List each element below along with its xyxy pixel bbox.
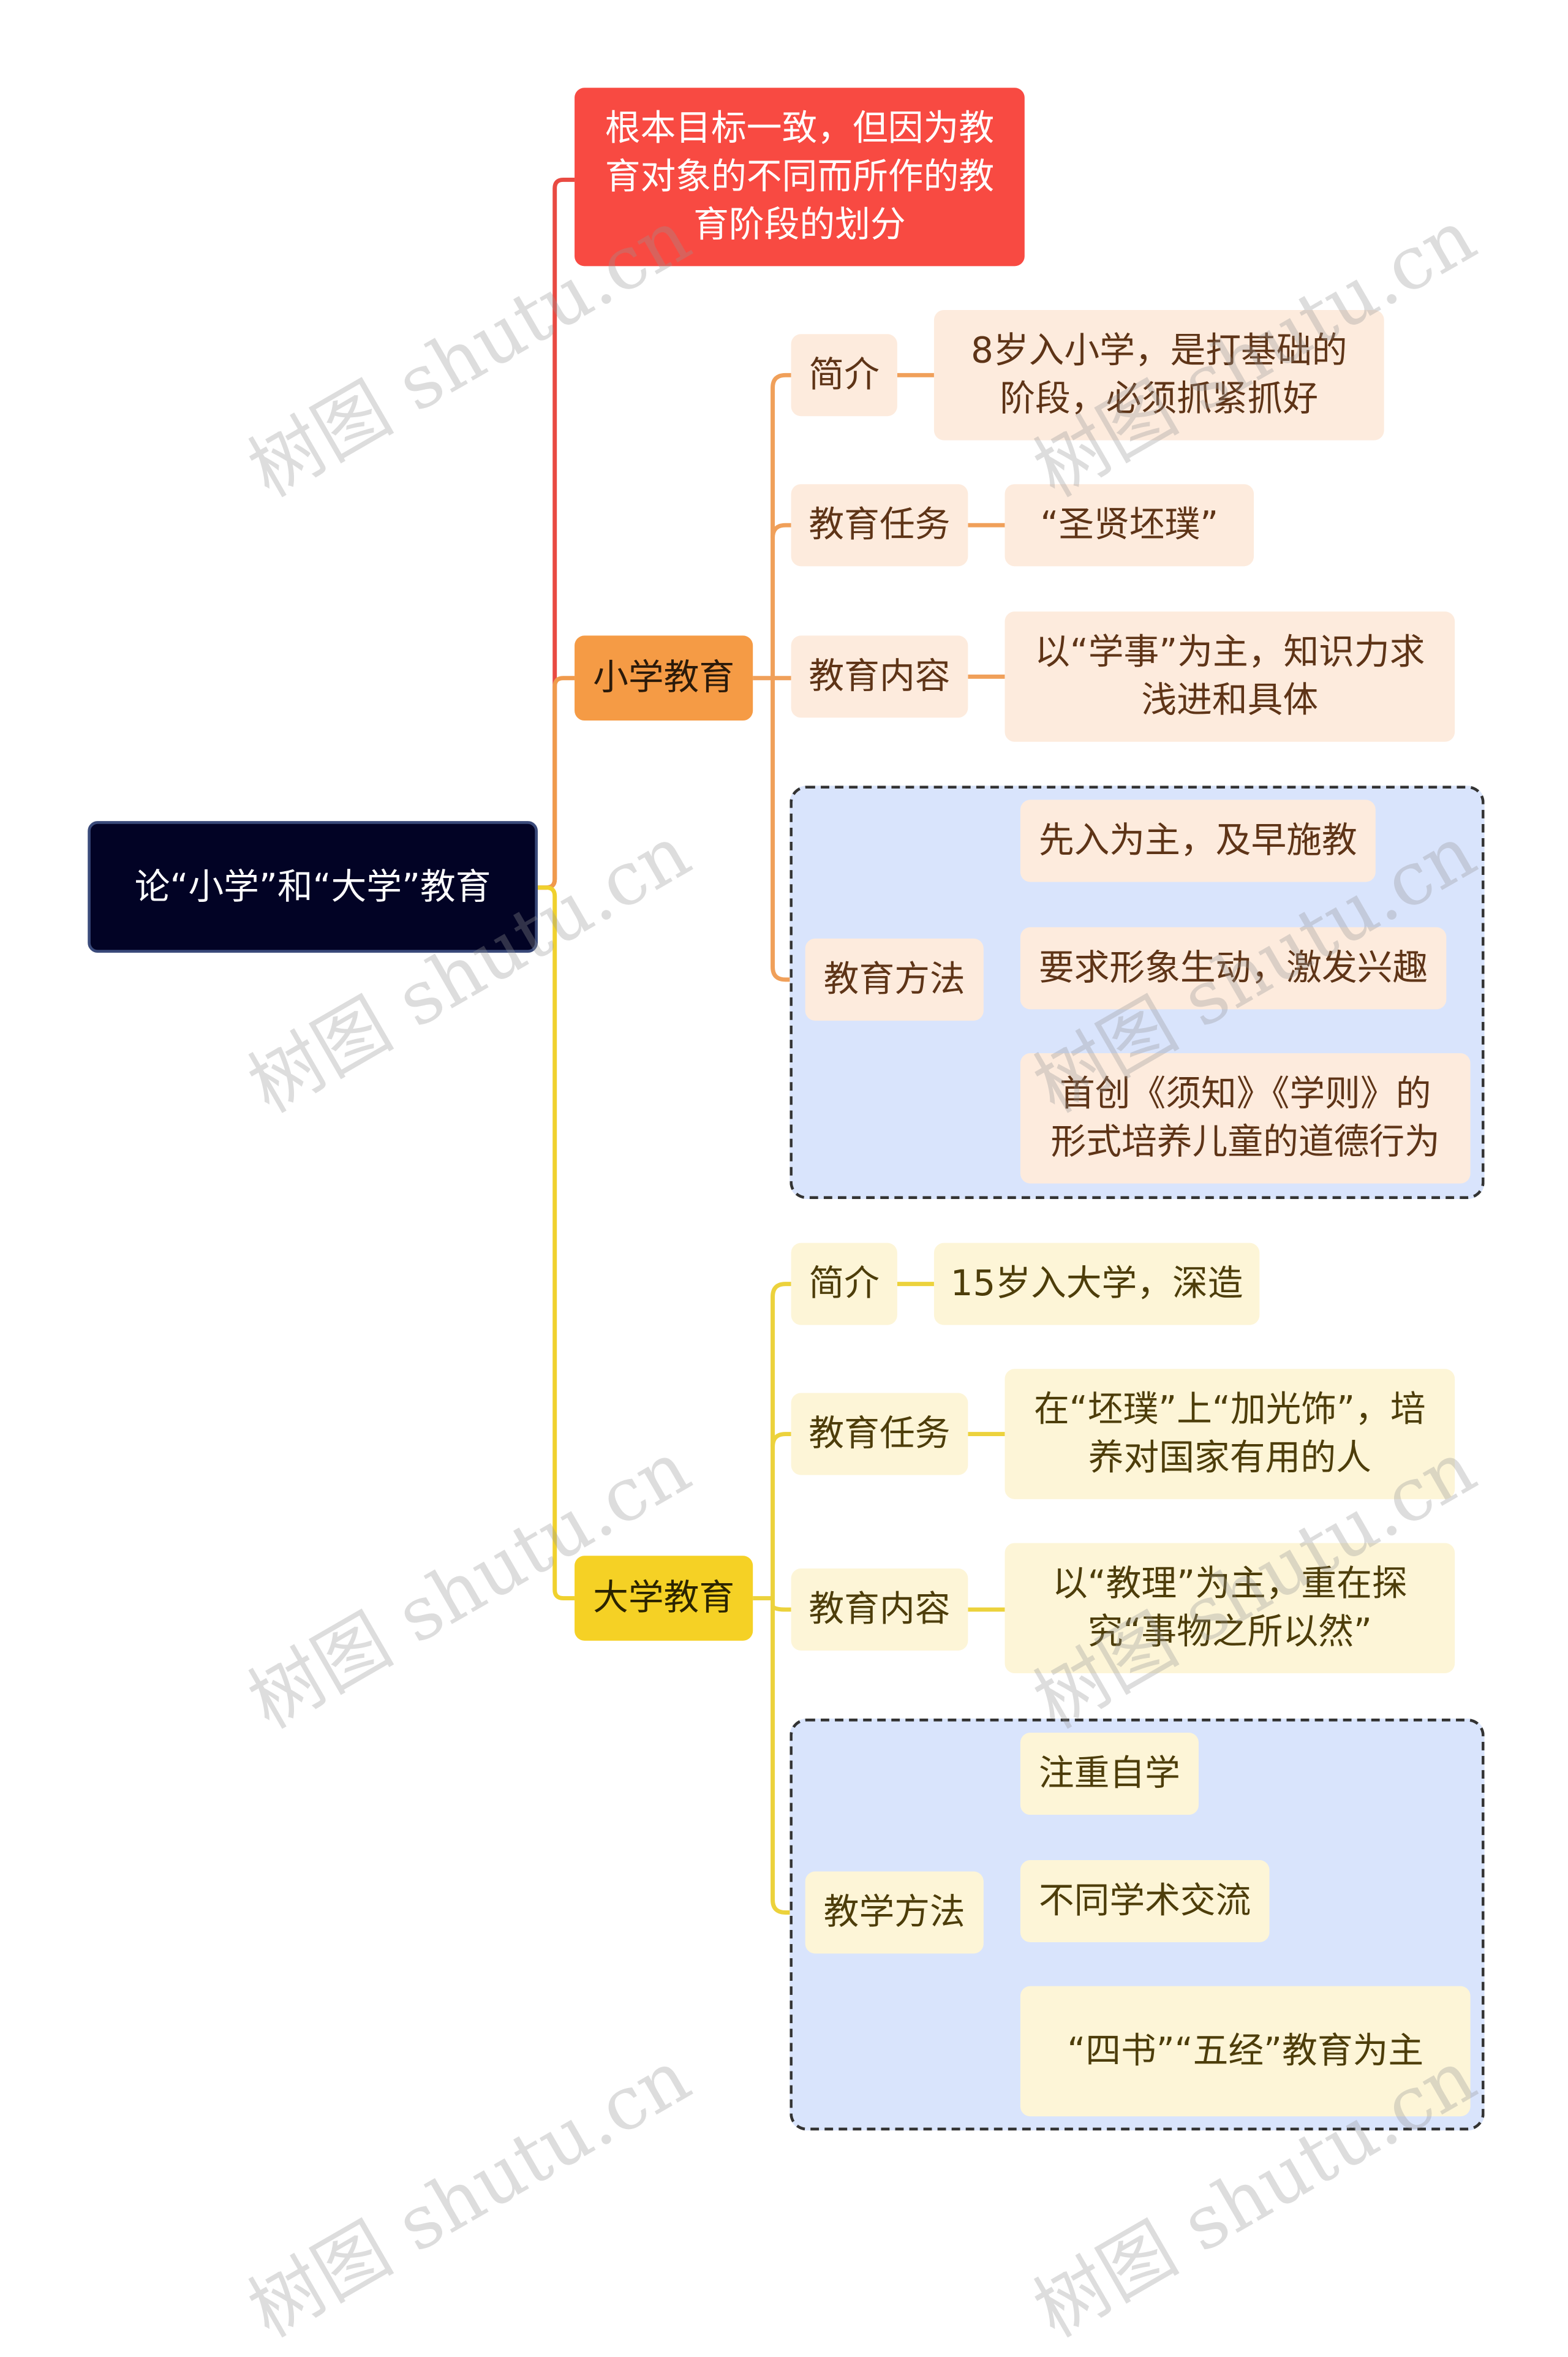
primary-task-content[interactable]: “圣贤坯璞” (1005, 484, 1254, 567)
root-topic[interactable]: 论“小学”和“大学”教育 (88, 821, 538, 953)
primary-intro-content[interactable]: 8岁入小学，是打基础的阶段，必须抓紧抓好 (933, 309, 1384, 441)
link-primary-intro (771, 373, 791, 678)
link-university-method (771, 1598, 805, 1915)
primary-task-label[interactable]: 教育任务 (791, 484, 968, 567)
university-task-content[interactable]: 在“坯璞”上“加光饰”，培养对国家有用的人 (1005, 1369, 1455, 1499)
link-primary-task (771, 523, 791, 539)
primary-method-item[interactable]: 要求形象生动，激发兴趣 (1020, 927, 1447, 1010)
link-university-content (771, 1605, 791, 1612)
primary-education-node[interactable]: 小学教育 (575, 635, 753, 721)
definition-node[interactable]: 根本目标一致，但因为教育对象的不同而所作的教育阶段的划分 (575, 88, 1025, 267)
link-root-university (537, 885, 575, 1601)
university-intro-content[interactable]: 15岁入大学，深造 (933, 1243, 1260, 1325)
link-university-intro (771, 1282, 791, 1598)
university-method-item[interactable]: 注重自学 (1020, 1733, 1199, 1815)
university-method-item[interactable]: 不同学术交流 (1020, 1859, 1270, 1943)
primary-method-item[interactable]: 先入为主，及早施教 (1020, 800, 1376, 882)
university-content-content[interactable]: 以“教理”为主，重在探究“事物之所以然” (1005, 1543, 1455, 1674)
link-university-task (771, 1432, 791, 1447)
primary-method-item[interactable]: 首创《须知》《学则》的形式培养儿童的道德行为 (1020, 1053, 1471, 1184)
primary-method-label[interactable]: 教育方法 (805, 938, 984, 1021)
university-education-node[interactable]: 大学教育 (575, 1556, 753, 1641)
primary-content-label[interactable]: 教育内容 (791, 635, 968, 718)
university-method-item[interactable]: “四书”“五经”教育为主 (1020, 1986, 1471, 2117)
link-primary-method (771, 678, 805, 982)
primary-intro-label[interactable]: 简介 (791, 334, 897, 417)
link-root-primary (537, 676, 575, 890)
university-method-label[interactable]: 教学方法 (805, 1871, 984, 1954)
mind-map: 论“小学”和“大学”教育 根本目标一致，但因为教育对象的不同而所作的教育阶段的划… (88, 88, 1490, 2355)
primary-content-content[interactable]: 以“学事”为主，知识力求浅进和具体 (1005, 611, 1455, 742)
university-intro-label[interactable]: 简介 (791, 1243, 897, 1325)
university-task-label[interactable]: 教育任务 (791, 1393, 968, 1475)
university-content-label[interactable]: 教育内容 (791, 1568, 968, 1651)
